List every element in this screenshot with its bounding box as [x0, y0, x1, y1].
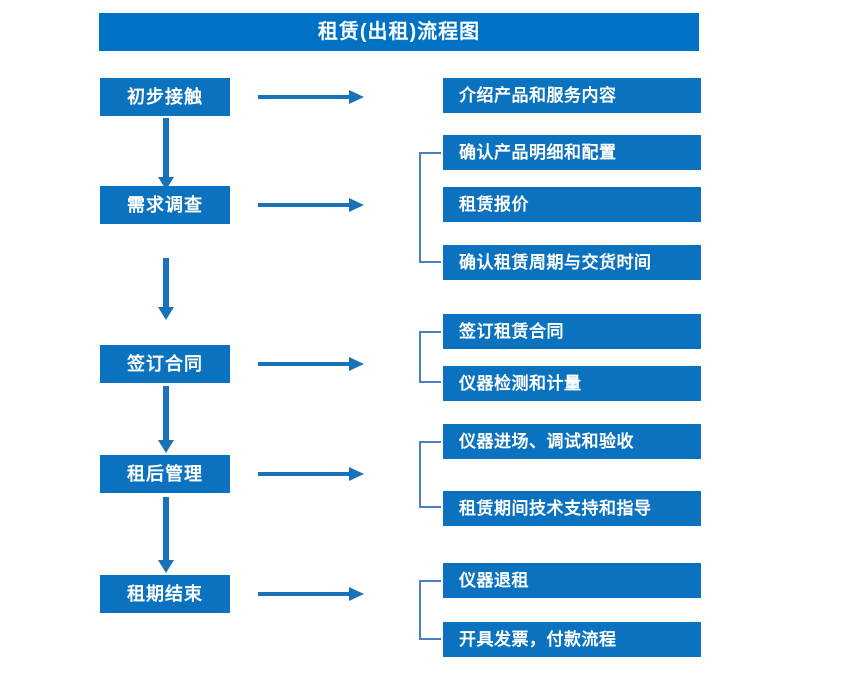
bracket-connector-3	[419, 331, 441, 383]
arrow-right-5	[258, 587, 364, 601]
detail-label-3-1: 签订租赁合同	[459, 322, 564, 341]
arrow-shaft	[163, 497, 169, 561]
arrow-head	[158, 307, 174, 320]
detail-box-5-1[interactable]: 仪器退租	[443, 563, 701, 598]
arrow-down-4	[158, 497, 174, 573]
arrow-shaft	[258, 95, 350, 99]
arrow-head	[349, 467, 364, 481]
detail-label-4-1: 仪器进场、调试和验收	[459, 432, 634, 451]
arrow-right-2	[258, 198, 364, 212]
detail-box-5-2[interactable]: 开具发票，付款流程	[443, 622, 701, 657]
detail-label-3-2: 仪器检测和计量	[459, 374, 582, 393]
stage-box-2[interactable]: 需求调查	[100, 186, 230, 224]
detail-label-2-2: 租赁报价	[459, 195, 529, 214]
detail-box-2-1[interactable]: 确认产品明细和配置	[443, 135, 701, 170]
arrow-shaft	[258, 592, 350, 596]
arrow-shaft	[163, 258, 169, 308]
arrow-shaft	[258, 203, 350, 207]
detail-box-3-2[interactable]: 仪器检测和计量	[443, 366, 701, 401]
detail-box-2-2[interactable]: 租赁报价	[443, 187, 701, 222]
arrow-down-1	[158, 118, 174, 190]
arrow-shaft	[163, 386, 169, 441]
arrow-head	[158, 440, 174, 453]
stage-label-3: 签订合同	[127, 354, 203, 374]
detail-label-2-3: 确认租赁周期与交货时间	[459, 253, 652, 272]
stage-label-5: 租期结束	[127, 584, 203, 604]
arrow-down-3	[158, 386, 174, 453]
arrow-shaft	[258, 362, 350, 366]
detail-box-4-2[interactable]: 租赁期间技术支持和指导	[443, 491, 701, 526]
stage-label-1: 初步接触	[127, 87, 203, 107]
arrow-right-4	[258, 467, 364, 481]
arrow-head	[349, 587, 364, 601]
detail-label-2-1: 确认产品明细和配置	[459, 143, 617, 162]
arrow-head	[349, 90, 364, 104]
detail-box-4-1[interactable]: 仪器进场、调试和验收	[443, 424, 701, 459]
detail-label-4-2: 租赁期间技术支持和指导	[459, 499, 652, 518]
detail-box-2-3[interactable]: 确认租赁周期与交货时间	[443, 245, 701, 280]
stage-box-3[interactable]: 签订合同	[100, 345, 230, 383]
arrow-head	[158, 560, 174, 573]
detail-label-5-2: 开具发票，付款流程	[459, 630, 617, 649]
stage-box-4[interactable]: 租后管理	[100, 455, 230, 493]
arrow-right-3	[258, 357, 364, 371]
detail-label-1-1: 介绍产品和服务内容	[459, 86, 617, 105]
arrow-head	[349, 198, 364, 212]
arrow-shaft	[163, 118, 169, 178]
stage-box-1[interactable]: 初步接触	[100, 78, 230, 116]
bracket-connector-2	[419, 152, 441, 263]
detail-box-1-1[interactable]: 介绍产品和服务内容	[443, 78, 701, 113]
stage-box-5[interactable]: 租期结束	[100, 575, 230, 613]
arrow-head	[349, 357, 364, 371]
stage-label-4: 租后管理	[127, 464, 203, 484]
stage-label-2: 需求调查	[127, 195, 203, 215]
arrow-right-1	[258, 90, 364, 104]
diagram-title: 租赁(出租)流程图	[317, 21, 481, 43]
detail-label-5-1: 仪器退租	[459, 571, 529, 590]
bracket-connector-4	[419, 441, 441, 508]
arrow-down-2	[158, 258, 174, 320]
diagram-title-bar: 租赁(出租)流程图	[99, 13, 699, 51]
arrow-shaft	[258, 472, 350, 476]
detail-box-3-1[interactable]: 签订租赁合同	[443, 314, 701, 349]
bracket-connector-5	[419, 580, 441, 640]
